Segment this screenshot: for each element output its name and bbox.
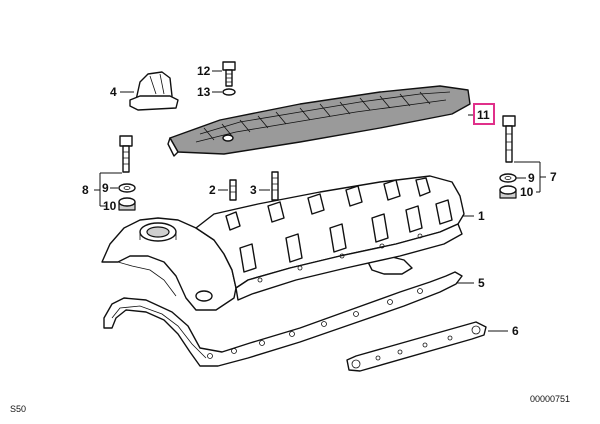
- stud-long: [271, 171, 279, 201]
- right-washer: [499, 173, 517, 183]
- callout-10-left: 10: [103, 199, 117, 213]
- callout-7: 7: [550, 170, 557, 184]
- corner-code-right: 00000751: [530, 394, 570, 404]
- gasket-strip: [346, 321, 487, 372]
- callout-5: 5: [478, 276, 485, 290]
- stud-short: [229, 179, 237, 201]
- callout-6: 6: [512, 324, 519, 338]
- callout-9-left: 9: [102, 181, 109, 195]
- callout-2: 2: [209, 183, 216, 197]
- callout-11: 11: [477, 108, 490, 122]
- left-washer: [118, 183, 136, 193]
- left-grommet: [118, 197, 136, 211]
- callout-3: 3: [250, 183, 257, 197]
- oil-filler-cap: [129, 71, 179, 111]
- callout-10-right: 10: [520, 185, 534, 199]
- callout-9-right: 9: [528, 171, 535, 185]
- top-washer: [222, 88, 236, 96]
- callout-1: 1: [478, 209, 485, 223]
- highlight-box: [473, 103, 495, 125]
- corner-code-left: S50: [10, 404, 26, 414]
- callout-4: 4: [110, 85, 117, 99]
- right-bolt: [502, 115, 516, 163]
- valve-cover: [101, 175, 465, 311]
- callout-12: 12: [197, 64, 211, 78]
- decorative-cover: [167, 85, 471, 157]
- top-bolt: [222, 61, 236, 87]
- left-bolt: [119, 135, 133, 173]
- callout-8: 8: [82, 183, 89, 197]
- callout-13: 13: [197, 85, 211, 99]
- right-grommet: [499, 185, 517, 199]
